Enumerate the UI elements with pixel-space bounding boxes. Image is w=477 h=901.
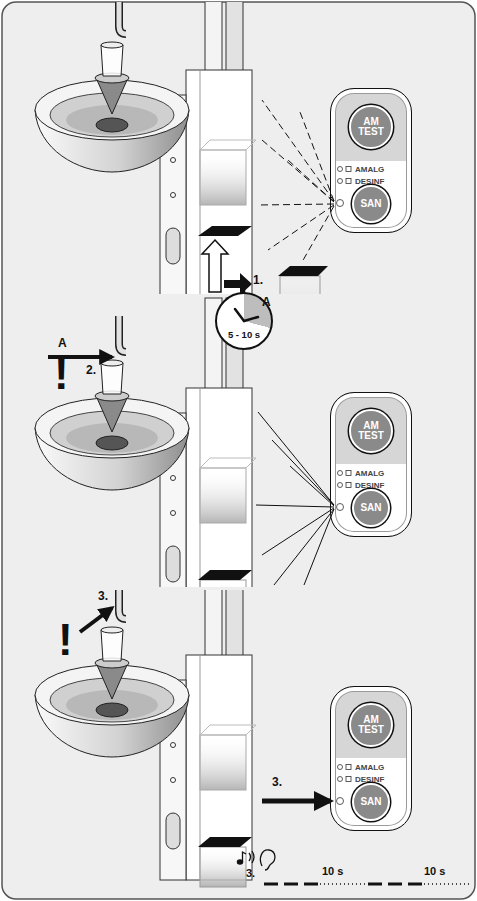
led-icon — [346, 483, 351, 488]
san-led — [337, 200, 344, 207]
button-label: SAN — [360, 797, 381, 807]
led-label: AMALG — [355, 165, 384, 175]
beep-timeline — [264, 884, 470, 885]
blink-ray — [300, 112, 334, 201]
blink-ray — [288, 160, 334, 202]
control-panel: AMALGDESINFAM TESTSAN — [330, 88, 412, 233]
container-lid — [278, 266, 328, 276]
led-arrow — [262, 799, 330, 804]
blink-rays — [258, 100, 334, 262]
status-led — [338, 179, 343, 184]
timer-hand — [235, 309, 244, 321]
button-label: AM TEST — [356, 117, 386, 137]
step-one — [35, 2, 328, 294]
led-icon — [346, 777, 351, 782]
push-button: SAN — [352, 783, 390, 821]
removed-container — [280, 276, 320, 294]
lit-ray — [274, 509, 334, 585]
led-icon — [346, 179, 351, 184]
push-button: AM TEST — [349, 105, 393, 149]
callout-label: 1. — [253, 274, 263, 286]
timer-hand — [244, 317, 258, 321]
button-label: AM TEST — [356, 421, 386, 441]
lit-ray — [272, 440, 334, 505]
lit-ray — [256, 505, 334, 507]
blink-ray — [258, 204, 334, 205]
callout-label: 2. — [86, 364, 96, 376]
led-label: AMALG — [355, 469, 384, 479]
amalgam-container — [198, 570, 252, 587]
control-panel: AMALGDESINFAM TESTSAN — [330, 686, 412, 831]
led-label: AMALG — [355, 763, 384, 773]
callout-label: 3. — [272, 776, 282, 788]
callout-label: 3. — [246, 868, 255, 879]
note-stem — [243, 852, 247, 862]
timer-hands — [235, 287, 258, 321]
timer-knob — [243, 287, 246, 292]
beep-dashes — [264, 883, 318, 886]
blink-ray — [302, 206, 334, 262]
status-led — [338, 765, 343, 770]
push-button: AM TEST — [349, 409, 393, 453]
push-button: SAN — [352, 489, 390, 527]
status-led — [338, 167, 343, 172]
blink-ray — [268, 205, 334, 250]
led-icon — [346, 765, 351, 770]
button-label: SAN — [360, 503, 381, 513]
dental-unit — [35, 590, 256, 880]
warning-mark: ! — [58, 618, 73, 662]
control-panel: AMALGDESINFAM TESTSAN — [330, 392, 412, 537]
blink-ray — [262, 140, 334, 202]
pause-dots — [320, 883, 366, 885]
sound-icon — [237, 850, 275, 870]
timer-label: 5 - 10 s — [217, 329, 271, 340]
sound-waves — [249, 851, 254, 863]
lifted-lid — [198, 226, 252, 236]
led-icon — [346, 167, 351, 172]
ear-symbol — [260, 850, 275, 870]
status-led — [338, 777, 343, 782]
lit-ray — [258, 412, 334, 505]
push-button: SAN — [352, 185, 390, 223]
led-icon — [346, 471, 351, 476]
warning-mark: ! — [54, 352, 69, 396]
san-led — [337, 798, 344, 805]
status-led — [338, 483, 343, 488]
status-led — [338, 471, 343, 476]
amalgam-container — [198, 837, 252, 887]
push-button: AM TEST — [349, 703, 393, 747]
lit-ray — [290, 466, 334, 506]
callout-label: A — [58, 337, 67, 349]
release-arrow — [80, 608, 112, 632]
move-arrow — [224, 273, 252, 294]
pause-dots — [424, 883, 470, 885]
step-three — [35, 590, 256, 887]
callout-label: 10 s — [322, 866, 343, 877]
callout-label: 10 s — [424, 866, 445, 877]
button-label: AM TEST — [356, 715, 386, 735]
note-head — [237, 860, 242, 864]
callout-label: 3. — [98, 590, 108, 602]
lit-ray — [304, 509, 334, 585]
panel-leds — [337, 167, 352, 805]
lit-rays — [256, 412, 334, 585]
dental-unit — [35, 2, 256, 294]
san-led — [337, 504, 344, 511]
beep-dashes — [368, 883, 422, 886]
blink-ray — [262, 100, 334, 201]
button-label: SAN — [360, 199, 381, 209]
callout-label: A — [262, 296, 271, 308]
lit-ray — [262, 508, 334, 555]
